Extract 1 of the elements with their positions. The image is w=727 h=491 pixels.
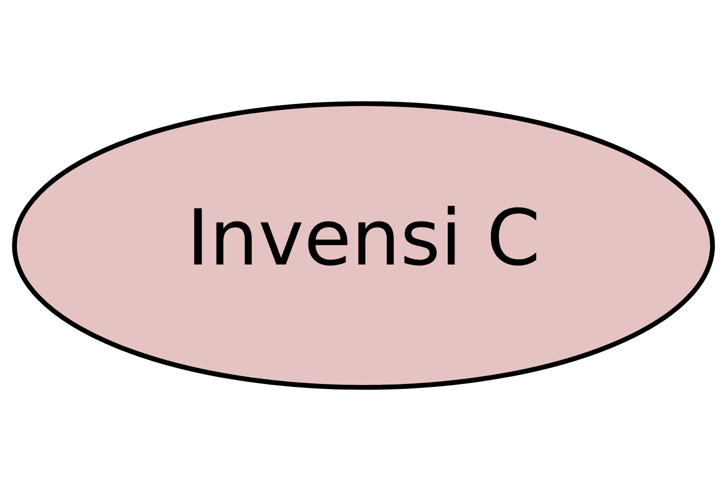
node-ellipse: Invensi C xyxy=(12,101,715,390)
